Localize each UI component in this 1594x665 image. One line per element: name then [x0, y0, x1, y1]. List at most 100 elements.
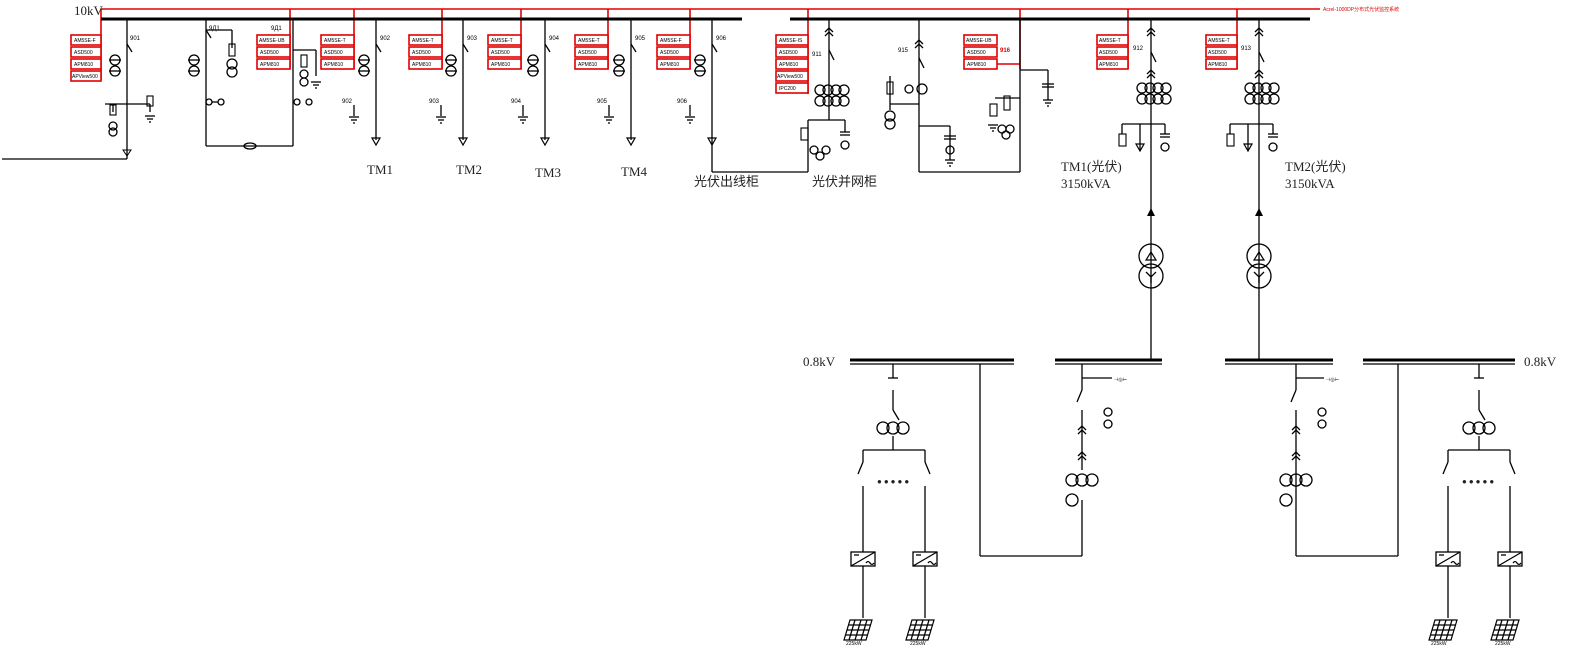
- svg-text:905: 905: [597, 99, 608, 105]
- svg-text:911: 911: [812, 52, 822, 58]
- svg-text:902: 902: [342, 99, 353, 105]
- svg-text:903: 903: [429, 99, 440, 105]
- svg-text:APM810: APM810: [660, 62, 679, 68]
- tm1-name: TM1(光伏): [1061, 159, 1122, 174]
- device-group-g10: AM5SE-T ASD500 APM810: [1096, 34, 1129, 70]
- device-group-g6: AM5SE-T ASD500 APM810: [574, 34, 609, 70]
- device-group-g5: AM5SE-T ASD500 APM810: [487, 34, 522, 70]
- feeder-tm4: 905 905 TM4: [597, 19, 648, 179]
- device-group-g8: AM5SE-IS ASD500 APM810 APView500 IPC200: [775, 34, 809, 94]
- lv-left-link: ⊣◎⊢: [979, 364, 1127, 557]
- pv-grid-cabinet: 911 光伏并网柜: [800, 19, 877, 189]
- svg-text:225kW: 225kW: [1431, 641, 1447, 647]
- feeder-label-pv-outgoing: 光伏出线柜: [694, 174, 759, 189]
- svg-text:APM810: APM810: [1208, 62, 1227, 68]
- svg-text:905: 905: [635, 36, 646, 42]
- svg-text:ASD500: ASD500: [660, 50, 679, 56]
- transformer-branch-tm2: 913 TM2(光伏) 3150kVA: [1226, 19, 1346, 360]
- svg-text:AM5SE-T: AM5SE-T: [412, 38, 434, 44]
- svg-text:225kW: 225kW: [846, 641, 862, 647]
- svg-text:903: 903: [467, 36, 478, 42]
- svg-text:APM810: APM810: [260, 62, 279, 68]
- svg-text:APM810: APM810: [779, 62, 798, 68]
- svg-text:906: 906: [677, 99, 688, 105]
- svg-text:APM810: APM810: [967, 62, 986, 68]
- svg-text:904: 904: [549, 36, 560, 42]
- svg-text:APM810: APM810: [324, 62, 343, 68]
- svg-text:APM810: APM810: [1099, 62, 1118, 68]
- bus-section-link: 9Д1 9Д1: [187, 19, 322, 150]
- svg-text:ASD500: ASD500: [412, 50, 431, 56]
- svg-text:AM5SE-F: AM5SE-F: [660, 38, 682, 44]
- device-group-g9: AM5SE-UB ASD500 APM810: [963, 34, 1020, 70]
- feeder-tm1: 902 902 TM1: [342, 19, 393, 177]
- svg-text:9Д1: 9Д1: [271, 26, 282, 32]
- dots-right: ● ● ● ● ●: [1462, 477, 1494, 486]
- svg-text:ASD500: ASD500: [779, 50, 798, 56]
- bus-10kv: 10kV: [74, 3, 1310, 21]
- bus-10kv-label: 10kV: [74, 3, 104, 18]
- device-group-g4: AM5SE-T ASD500 APM810: [408, 34, 443, 70]
- device-group-g2: AM5SE-UB ASD500 APM810: [256, 34, 291, 70]
- svg-text:APView500: APView500: [777, 74, 803, 80]
- lv-right-incomer: ● ● ● ● ● 225kW 225kW: [1428, 364, 1523, 647]
- svg-text:ASD500: ASD500: [1208, 50, 1227, 56]
- svg-text:913: 913: [1241, 46, 1252, 52]
- incoming-feeder: 901: [2, 19, 156, 160]
- bus-08kv-left-label: 0.8kV: [803, 354, 836, 369]
- svg-text:ASD500: ASD500: [74, 50, 93, 56]
- svg-text:ASD500: ASD500: [578, 50, 597, 56]
- svg-text:IPC200: IPC200: [779, 86, 796, 92]
- svg-text:ASD500: ASD500: [324, 50, 343, 56]
- svg-text:APM810: APM810: [578, 62, 597, 68]
- feeder-pv-outgoing: 906 906 光伏出线柜: [677, 19, 808, 189]
- svg-text:AM5SE-T: AM5SE-T: [578, 38, 600, 44]
- feeder-label-tm4: TM4: [621, 164, 648, 179]
- tm2-name: TM2(光伏): [1285, 159, 1346, 174]
- device-group-g11: AM5SE-T ASD500 APM810: [1205, 34, 1238, 70]
- feeder-915: 915 916: [884, 19, 1054, 173]
- svg-text:901: 901: [130, 36, 141, 42]
- svg-text:ASD500: ASD500: [967, 50, 986, 56]
- svg-text:APM810: APM810: [412, 62, 431, 68]
- svg-text:906: 906: [716, 36, 727, 42]
- transformer-branch-tm1: 912 TM1(光伏) 3150kVA: [1061, 19, 1172, 360]
- svg-text:AM5SE-UB: AM5SE-UB: [966, 38, 992, 44]
- lv-left-incomer: ● ● ● ● ● 225kW 225kW: [843, 364, 938, 647]
- svg-text:225kW: 225kW: [910, 641, 926, 647]
- svg-text:225kW: 225kW: [1495, 641, 1511, 647]
- svg-text:ASD500: ASD500: [1099, 50, 1118, 56]
- svg-text:9Д1: 9Д1: [209, 26, 220, 32]
- svg-text:⊣◎⊢: ⊣◎⊢: [1114, 376, 1127, 383]
- system-label: Acrel-1000DP分布式光伏监控系统: [1323, 6, 1399, 13]
- svg-text:AM5SE-F: AM5SE-F: [74, 38, 96, 44]
- feeder-label-tm3: TM3: [535, 165, 561, 180]
- svg-text:904: 904: [511, 99, 522, 105]
- svg-text:APM810: APM810: [491, 62, 510, 68]
- svg-text:AM5SE-T: AM5SE-T: [324, 38, 346, 44]
- feeder-label-tm1: TM1: [367, 162, 393, 177]
- bus-08kv-right-label: 0.8kV: [1524, 354, 1557, 369]
- svg-text:AM5SE-UB: AM5SE-UB: [259, 38, 285, 44]
- feeder-label-pv-grid: 光伏并网柜: [812, 174, 877, 189]
- feeder-label-tm2: TM2: [456, 162, 482, 177]
- bus-08kv: 0.8kV 0.8kV: [803, 354, 1557, 369]
- svg-text:902: 902: [380, 36, 391, 42]
- svg-text:AM5SE-T: AM5SE-T: [1208, 38, 1230, 44]
- dots-left: ● ● ● ● ●: [877, 477, 909, 486]
- svg-text:ASD500: ASD500: [491, 50, 510, 56]
- device-group-g7: AM5SE-F ASD500 APM810: [656, 34, 691, 70]
- tm1-rating: 3150kVA: [1061, 176, 1111, 191]
- device-group-g1: AM5SE-F ASD500 APM810 APView500: [70, 34, 102, 82]
- svg-text:AM5SE-T: AM5SE-T: [491, 38, 513, 44]
- svg-text:APView500: APView500: [72, 74, 98, 80]
- svg-text:912: 912: [1133, 46, 1144, 52]
- svg-text:916: 916: [1000, 48, 1011, 54]
- feeder-tm3: 904 904 TM3: [511, 19, 561, 180]
- tm2-rating: 3150kVA: [1285, 176, 1335, 191]
- lv-right-link: ⊣◎⊢: [1279, 364, 1399, 557]
- feeder-tm2: 903 903 TM2: [429, 19, 482, 177]
- svg-text:AM5SE-IS: AM5SE-IS: [779, 38, 803, 44]
- svg-text:915: 915: [898, 48, 909, 54]
